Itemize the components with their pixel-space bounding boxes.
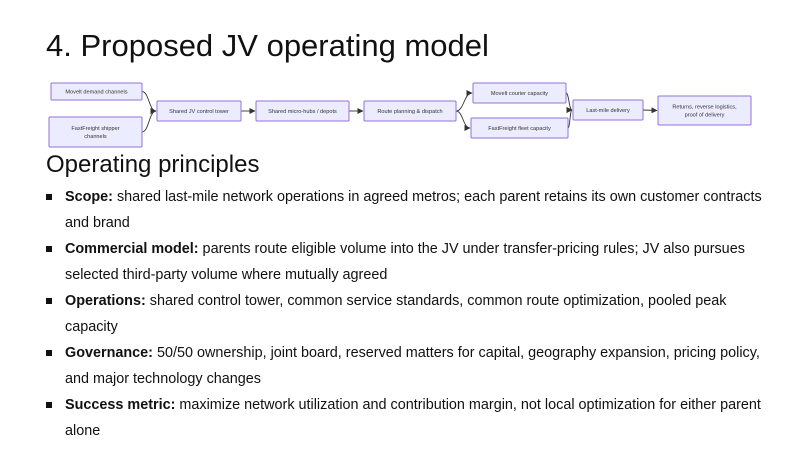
principles-list: Scope: shared last-mile network operatio… bbox=[46, 184, 766, 444]
node-box bbox=[156, 100, 242, 122]
principle-scope: Scope: shared last-mile network operatio… bbox=[46, 184, 766, 236]
node-movelt-courier: Movelt courier capacity bbox=[472, 82, 567, 104]
node-box bbox=[472, 82, 567, 104]
node-label: FastFreight shipper bbox=[71, 126, 119, 132]
principle-commercial-model: Commercial model: parents route eligible… bbox=[46, 236, 766, 288]
principle-label: Scope: bbox=[65, 189, 113, 205]
edge-fastfreight-shipper-to-control-tower bbox=[141, 108, 157, 133]
edge-route-planning-to-movelt-courier bbox=[455, 90, 473, 112]
principle-operations: Operations: shared control tower, common… bbox=[46, 288, 766, 340]
node-fastfreight-fleet: FastFreight fleet capacity bbox=[470, 117, 569, 139]
node-route-planning: Route planning & dispatch bbox=[363, 100, 457, 122]
node-label: Route planning & dispatch bbox=[377, 109, 442, 115]
node-box bbox=[255, 100, 350, 122]
principle-label: Operations: bbox=[65, 293, 146, 309]
node-label: FastFreight fleet capacity bbox=[488, 126, 551, 132]
node-label: channels bbox=[84, 134, 107, 140]
principle-text: 50/50 ownership, joint board, reserved m… bbox=[65, 345, 760, 387]
edge-route-planning-to-fastfreight-fleet bbox=[455, 110, 471, 131]
bullet-square-icon bbox=[46, 298, 52, 304]
principle-governance: Governance: 50/50 ownership, joint board… bbox=[46, 340, 766, 392]
principle-text: shared control tower, common service sta… bbox=[65, 293, 727, 335]
principle-success-metric: Success metric: maximize network utiliza… bbox=[46, 392, 766, 444]
node-label: proof of delivery bbox=[685, 113, 725, 119]
principle-text: maximize network utilization and contrib… bbox=[65, 397, 761, 439]
node-movelt-demand: Movelt demand channels bbox=[50, 82, 143, 101]
principle-label: Commercial model: bbox=[65, 241, 199, 257]
principle-text: parents route eligible volume into the J… bbox=[65, 241, 745, 283]
section-heading: Operating principles bbox=[46, 151, 260, 178]
node-label: Movelt courier capacity bbox=[491, 91, 548, 97]
node-box bbox=[50, 82, 143, 101]
node-box bbox=[48, 116, 143, 148]
node-box bbox=[657, 95, 752, 126]
node-last-mile: Last-mile delivery bbox=[572, 99, 644, 121]
bullet-square-icon bbox=[46, 194, 52, 200]
bullet-square-icon bbox=[46, 402, 52, 408]
bullet-square-icon bbox=[46, 246, 52, 252]
bullet-square-icon bbox=[46, 350, 52, 356]
node-control-tower: Shared JV control tower bbox=[156, 100, 242, 122]
node-label: Shared micro-hubs / depots bbox=[268, 109, 337, 115]
node-fastfreight-shipper: FastFreight shipper channels bbox=[48, 116, 143, 148]
edge-last-mile-to-returns bbox=[642, 107, 658, 114]
node-label: Shared JV control tower bbox=[169, 109, 229, 115]
node-micro-hubs: Shared micro-hubs / depots bbox=[255, 100, 350, 122]
node-label: Last-mile delivery bbox=[586, 108, 630, 114]
node-box bbox=[470, 117, 569, 139]
edge-movelt-demand-to-control-tower bbox=[141, 91, 157, 114]
node-label: Movelt demand channels bbox=[65, 90, 127, 96]
principle-label: Success metric: bbox=[65, 397, 176, 413]
node-label: Returns, reverse logistics, bbox=[672, 105, 737, 111]
principle-text: shared last-mile network operations in a… bbox=[65, 189, 762, 231]
edge-fastfreight-fleet-to-last-mile bbox=[566, 107, 573, 129]
slide-title: 4. Proposed JV operating model bbox=[46, 28, 489, 63]
edge-movelt-courier-to-last-mile bbox=[565, 92, 573, 113]
node-box bbox=[363, 100, 457, 122]
principle-label: Governance: bbox=[65, 345, 153, 361]
node-returns: Returns, reverse logistics, proof of deli… bbox=[657, 95, 752, 126]
node-box bbox=[572, 99, 644, 121]
